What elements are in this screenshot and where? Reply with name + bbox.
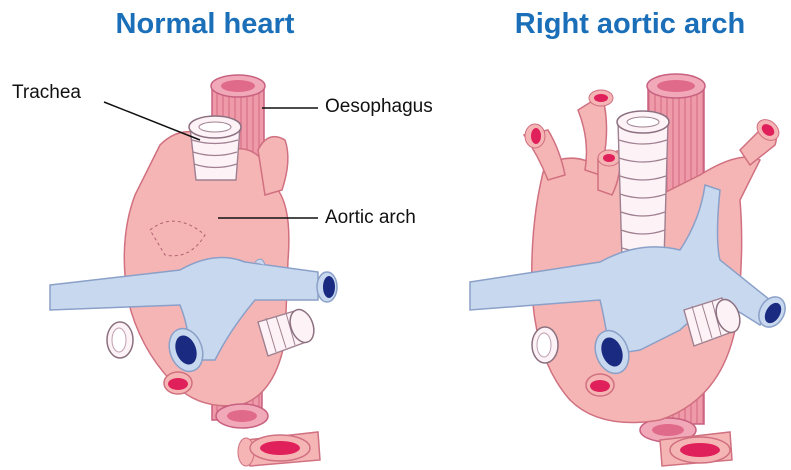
trachea-label: Trachea: [12, 82, 81, 104]
oesophagus-label: Oesophagus: [325, 96, 433, 118]
aortic-arch-label: Aortic arch: [325, 207, 416, 229]
trachea-left: [189, 116, 241, 180]
normal-heart-diagram: [50, 75, 337, 466]
right-aortic-arch-diagram: [470, 74, 790, 466]
trachea-right: [617, 111, 669, 260]
